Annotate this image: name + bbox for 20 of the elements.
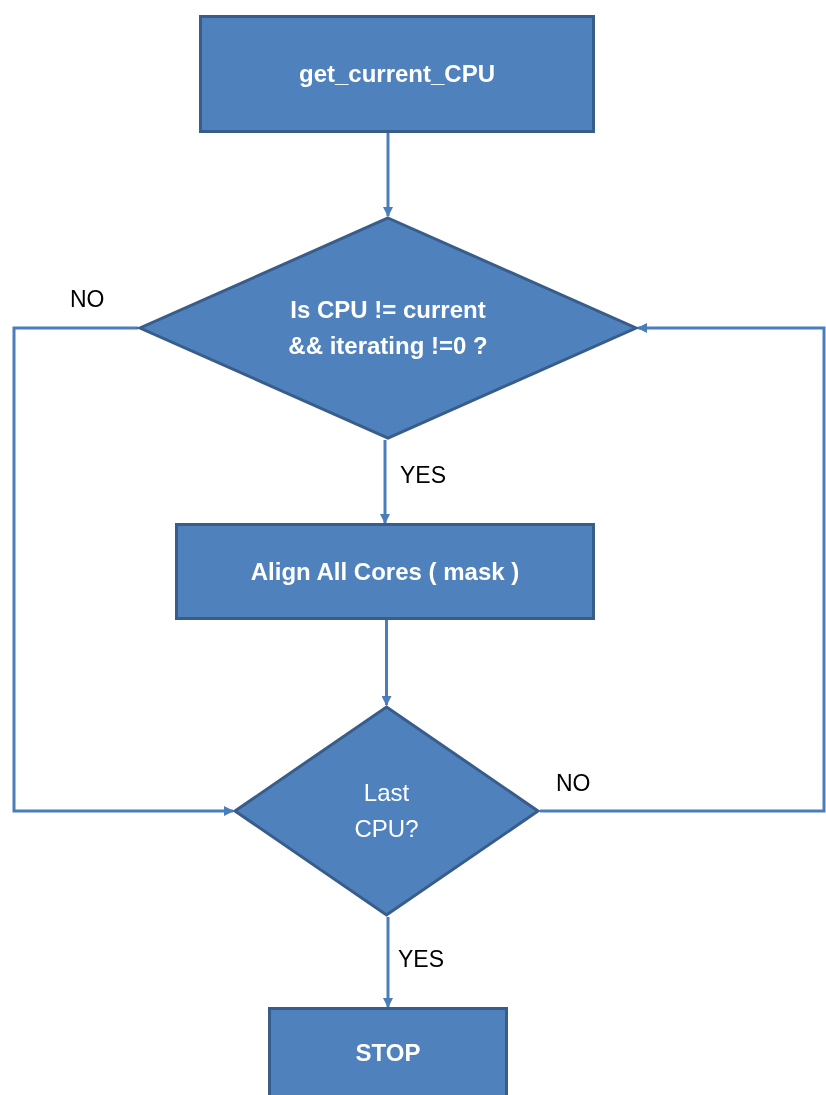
edge-label: YES bbox=[400, 462, 447, 489]
decision-diamond bbox=[138, 216, 638, 440]
step-text: get_current_CPU bbox=[298, 59, 496, 89]
decision-text: Is CPU != current && iterating !=0 ? bbox=[287, 295, 489, 361]
decision-diamond bbox=[233, 705, 540, 917]
arrow bbox=[540, 323, 826, 813]
edge-label: NO bbox=[556, 770, 591, 797]
process-box bbox=[199, 15, 595, 133]
arrow bbox=[12, 326, 234, 816]
arrow bbox=[383, 917, 393, 1008]
process-box bbox=[175, 523, 595, 620]
decision-text: Last CPU? bbox=[353, 778, 420, 844]
step-text: STOP bbox=[355, 1038, 421, 1068]
arrow bbox=[380, 440, 390, 524]
edge-label: NO bbox=[70, 286, 105, 313]
arrow bbox=[381, 620, 392, 706]
step-text: Align All Cores ( mask ) bbox=[250, 556, 520, 587]
terminal-box bbox=[268, 1007, 508, 1095]
arrow bbox=[383, 133, 393, 217]
edge-label: YES bbox=[398, 946, 445, 973]
